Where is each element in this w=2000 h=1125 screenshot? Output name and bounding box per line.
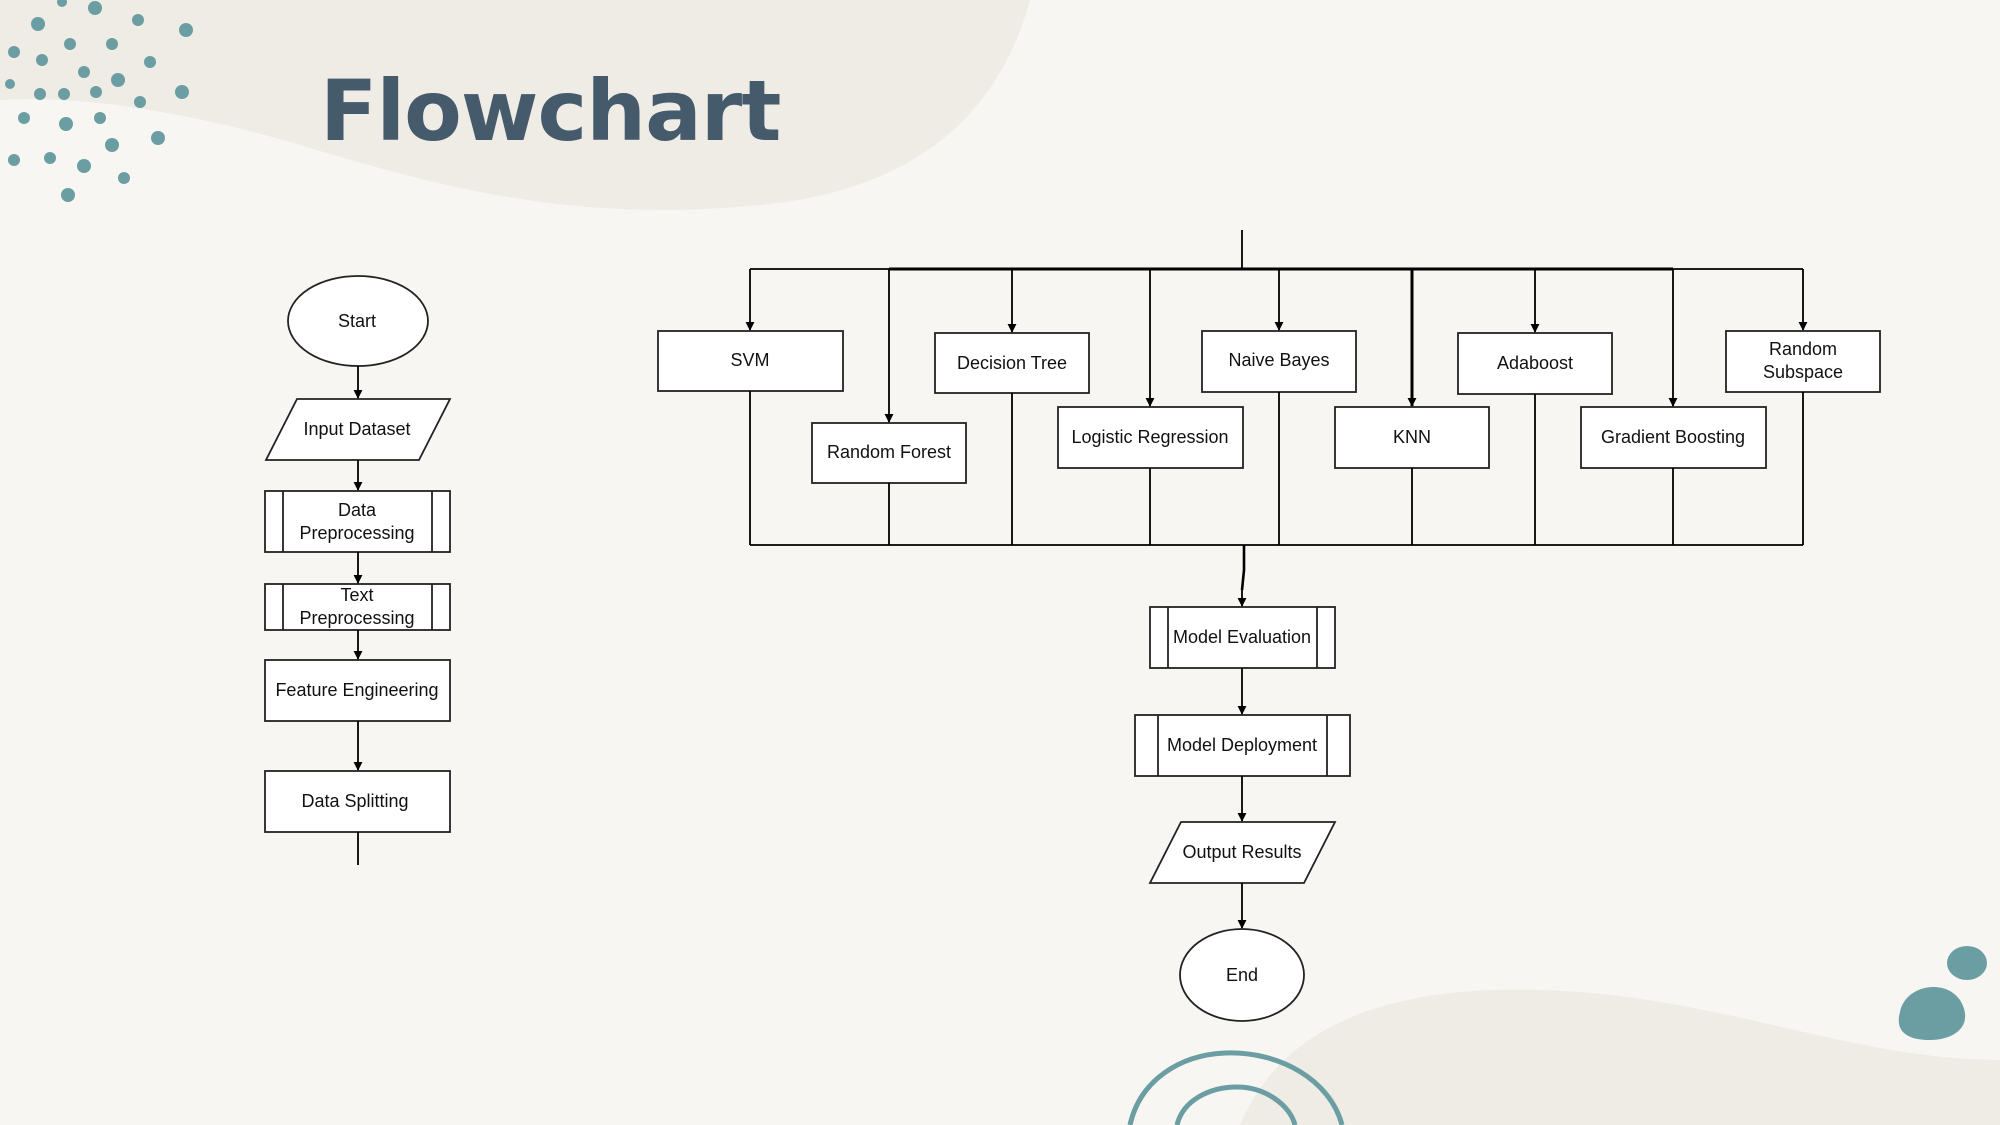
output-results-node: Output Results bbox=[1148, 821, 1337, 884]
decision-tree-node: Decision Tree bbox=[934, 332, 1090, 394]
knn-label: KNN bbox=[1393, 427, 1431, 447]
logistic-regression-node: Logistic Regression bbox=[1057, 406, 1244, 469]
naive-bayes-label: Naive Bayes bbox=[1228, 350, 1329, 370]
gradient-boosting-label: Gradient Boosting bbox=[1601, 427, 1745, 447]
model-evaluation-label: Model Evaluation bbox=[1173, 627, 1311, 647]
decision-tree-label: Decision Tree bbox=[957, 353, 1067, 373]
bottom-right-blob bbox=[1240, 989, 2000, 1125]
input-dataset-label: Input Dataset bbox=[303, 419, 410, 439]
svm-node: SVM bbox=[657, 330, 844, 392]
random-subspace-label-line1: Random bbox=[1769, 339, 1837, 359]
model-deployment-label: Model Deployment bbox=[1167, 735, 1317, 755]
data-preprocessing-label-line2: Preprocessing bbox=[299, 523, 414, 543]
text-preprocessing-label-line1: Text bbox=[340, 585, 373, 605]
data-splitting-label: Data Splitting bbox=[301, 791, 408, 811]
top-left-blob bbox=[0, 0, 1030, 210]
data-preprocessing-node: Data Preprocessing bbox=[264, 490, 451, 553]
data-preprocessing-label-line1: Data bbox=[338, 500, 377, 520]
end-node: End bbox=[1179, 928, 1305, 1022]
random-subspace-label-line2: Subspace bbox=[1763, 362, 1843, 382]
start-node: Start bbox=[287, 275, 429, 367]
teal-blob-decoration bbox=[1898, 946, 1987, 1040]
rainbow-arc-decoration bbox=[1127, 1050, 1345, 1125]
svm-label: SVM bbox=[730, 350, 769, 370]
random-forest-label: Random Forest bbox=[827, 442, 951, 462]
naive-bayes-node: Naive Bayes bbox=[1201, 330, 1357, 393]
end-label: End bbox=[1226, 965, 1258, 985]
start-label: Start bbox=[338, 311, 376, 331]
model-evaluation-node: Model Evaluation bbox=[1149, 606, 1336, 669]
text-preprocessing-label-line2: Preprocessing bbox=[299, 608, 414, 628]
model-deployment-node: Model Deployment bbox=[1134, 714, 1351, 777]
feature-engineering-label: Feature Engineering bbox=[275, 680, 438, 700]
knn-node: KNN bbox=[1334, 406, 1490, 469]
random-subspace-node: Random Subspace bbox=[1725, 330, 1881, 393]
dot-cluster-decoration bbox=[5, 0, 193, 202]
logistic-regression-label: Logistic Regression bbox=[1071, 427, 1228, 447]
page-title: Flowchart bbox=[320, 62, 781, 160]
adaboost-node: Adaboost bbox=[1457, 332, 1613, 395]
output-results-label: Output Results bbox=[1182, 842, 1301, 862]
gradient-boosting-node: Gradient Boosting bbox=[1580, 406, 1767, 469]
random-forest-node: Random Forest bbox=[811, 422, 967, 484]
adaboost-label: Adaboost bbox=[1497, 353, 1573, 373]
connectors bbox=[353, 230, 1808, 929]
feature-engineering-node: Feature Engineering bbox=[264, 659, 451, 722]
text-preprocessing-node: Text Preprocessing bbox=[264, 583, 451, 631]
input-dataset-node: Input Dataset bbox=[264, 398, 452, 461]
data-splitting-node: Data Splitting bbox=[264, 770, 451, 833]
